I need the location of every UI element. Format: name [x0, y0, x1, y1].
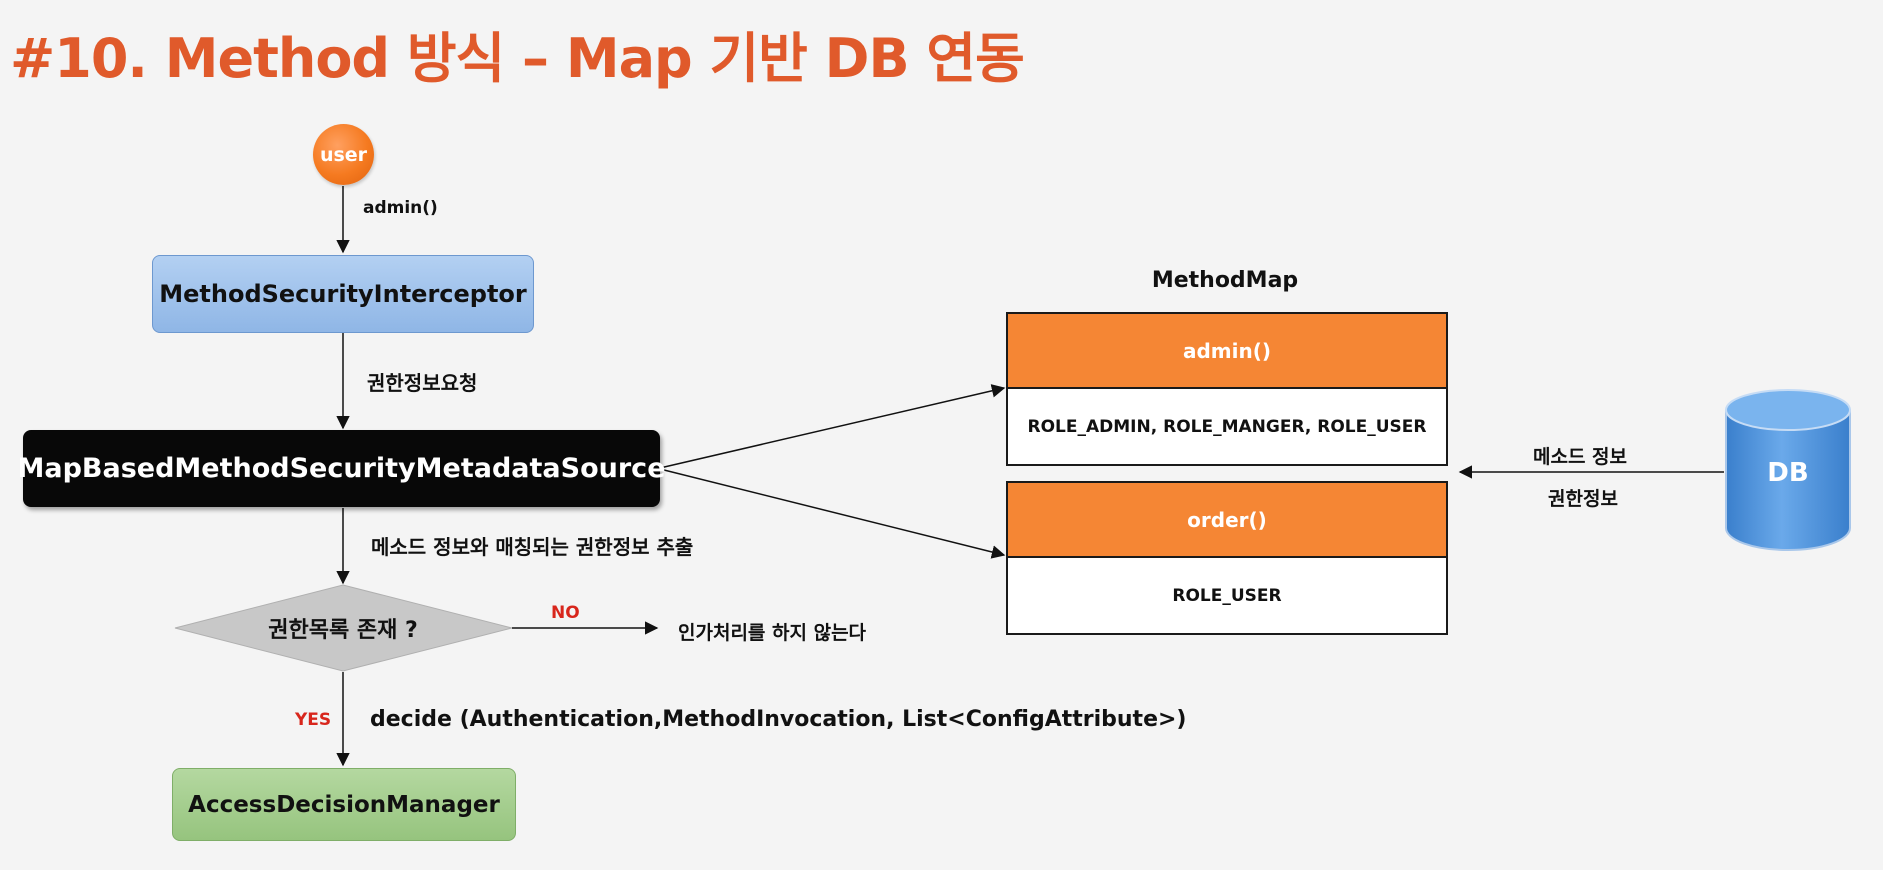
label-authority-request: 권한정보요청 — [367, 371, 478, 395]
method-security-interceptor-box: MethodSecurityInterceptor — [152, 255, 534, 333]
map-based-metadata-source-box: MapBasedMethodSecurityMetadataSource — [18, 430, 666, 507]
method-map-entry-order: order() ROLE_USER — [1006, 481, 1448, 635]
label-yes: YES — [295, 710, 332, 730]
method-map-entry-admin: admin() ROLE_ADMIN, ROLE_MANGER, ROLE_US… — [1006, 312, 1448, 466]
method-map-title: MethodMap — [1151, 268, 1299, 293]
label-no: NO — [551, 603, 580, 623]
label-extract-authority: 메소드 정보와 매칭되는 권한정보 추출 — [371, 535, 694, 559]
access-decision-manager-box: AccessDecisionManager — [172, 768, 516, 841]
database-label: DB — [1767, 458, 1809, 488]
arrow-source-to-admin-entry — [659, 384, 1006, 469]
page-title: #10. Method 방식 – Map 기반 DB 연동 — [10, 27, 1025, 90]
database-icon — [1725, 389, 1851, 551]
label-db-method-info: 메소드 정보 — [1533, 446, 1628, 468]
method-map-key: order() — [1008, 483, 1446, 558]
decision-label: 권한목록 존재 ? — [268, 618, 418, 643]
method-map-key: admin() — [1008, 314, 1446, 389]
method-map-roles: ROLE_ADMIN, ROLE_MANGER, ROLE_USER — [1027, 416, 1427, 437]
label-db-authority-info: 권한정보 — [1548, 488, 1618, 510]
user-node: user — [313, 124, 374, 185]
label-no-result: 인가처리를 하지 않는다 — [678, 622, 867, 644]
method-map-roles: ROLE_USER — [1172, 585, 1282, 606]
label-admin-call: admin() — [363, 198, 438, 218]
arrow-source-to-order-entry — [659, 468, 1006, 559]
database-cylinder: DB — [1724, 388, 1852, 553]
label-decide-call: decide (Authentication,MethodInvocation,… — [370, 707, 1187, 732]
decision-diamond — [174, 584, 513, 672]
